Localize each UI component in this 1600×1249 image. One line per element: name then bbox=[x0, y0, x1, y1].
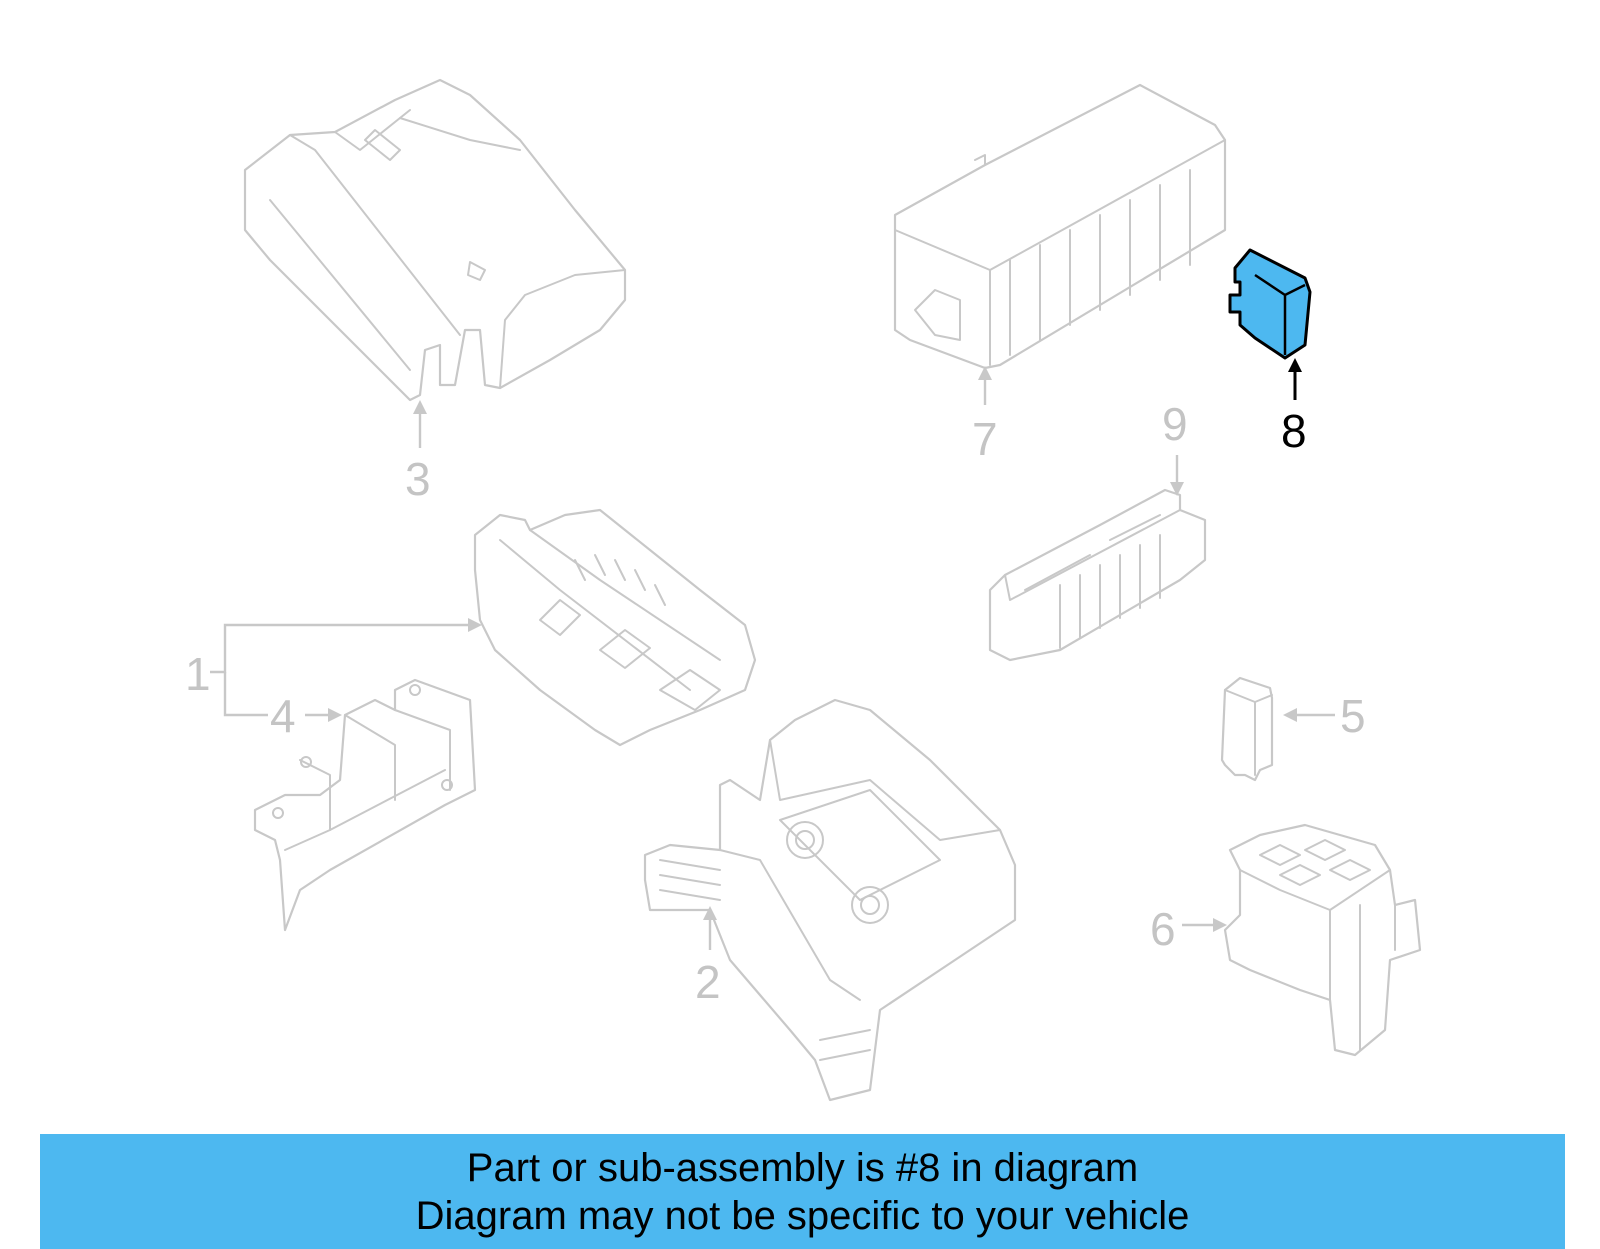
leader-5 bbox=[1283, 708, 1335, 722]
leader-6 bbox=[1182, 918, 1227, 932]
part-6-connector bbox=[1223, 823, 1422, 1057]
part-9-bracket bbox=[988, 488, 1207, 662]
banner-line-part: Part or sub-assembly is #8 in diagram bbox=[466, 1146, 1139, 1190]
callout-5: 5 bbox=[1340, 690, 1366, 742]
part-2-carrier bbox=[643, 698, 1017, 1102]
callout-7: 7 bbox=[972, 413, 998, 465]
part-3-cover bbox=[243, 78, 627, 402]
callout-3: 3 bbox=[405, 453, 431, 505]
leader-9 bbox=[1170, 455, 1184, 496]
leader-8 bbox=[1288, 358, 1302, 400]
part-1-fuse-relay-box bbox=[473, 508, 757, 747]
part-4-bracket bbox=[253, 678, 477, 932]
part-5-relay bbox=[1220, 676, 1274, 782]
callout-4: 4 bbox=[270, 690, 296, 742]
leader-7 bbox=[978, 366, 992, 405]
part-7-fuse-box-lid bbox=[893, 83, 1227, 370]
info-banner: Part or sub-assembly is #8 in diagram Di… bbox=[40, 1134, 1565, 1249]
leader-4 bbox=[305, 708, 342, 722]
part-8-fuse bbox=[1228, 248, 1312, 360]
banner-line-disclaimer: Diagram may not be specific to your vehi… bbox=[415, 1194, 1190, 1238]
callout-1: 1 bbox=[185, 648, 211, 700]
leader-3 bbox=[413, 400, 427, 448]
leader-1 bbox=[210, 618, 482, 717]
callout-8: 8 bbox=[1281, 405, 1307, 457]
leader-2 bbox=[703, 906, 717, 950]
callout-2: 2 bbox=[695, 956, 721, 1008]
callout-6: 6 bbox=[1150, 903, 1176, 955]
callout-9: 9 bbox=[1162, 398, 1188, 450]
